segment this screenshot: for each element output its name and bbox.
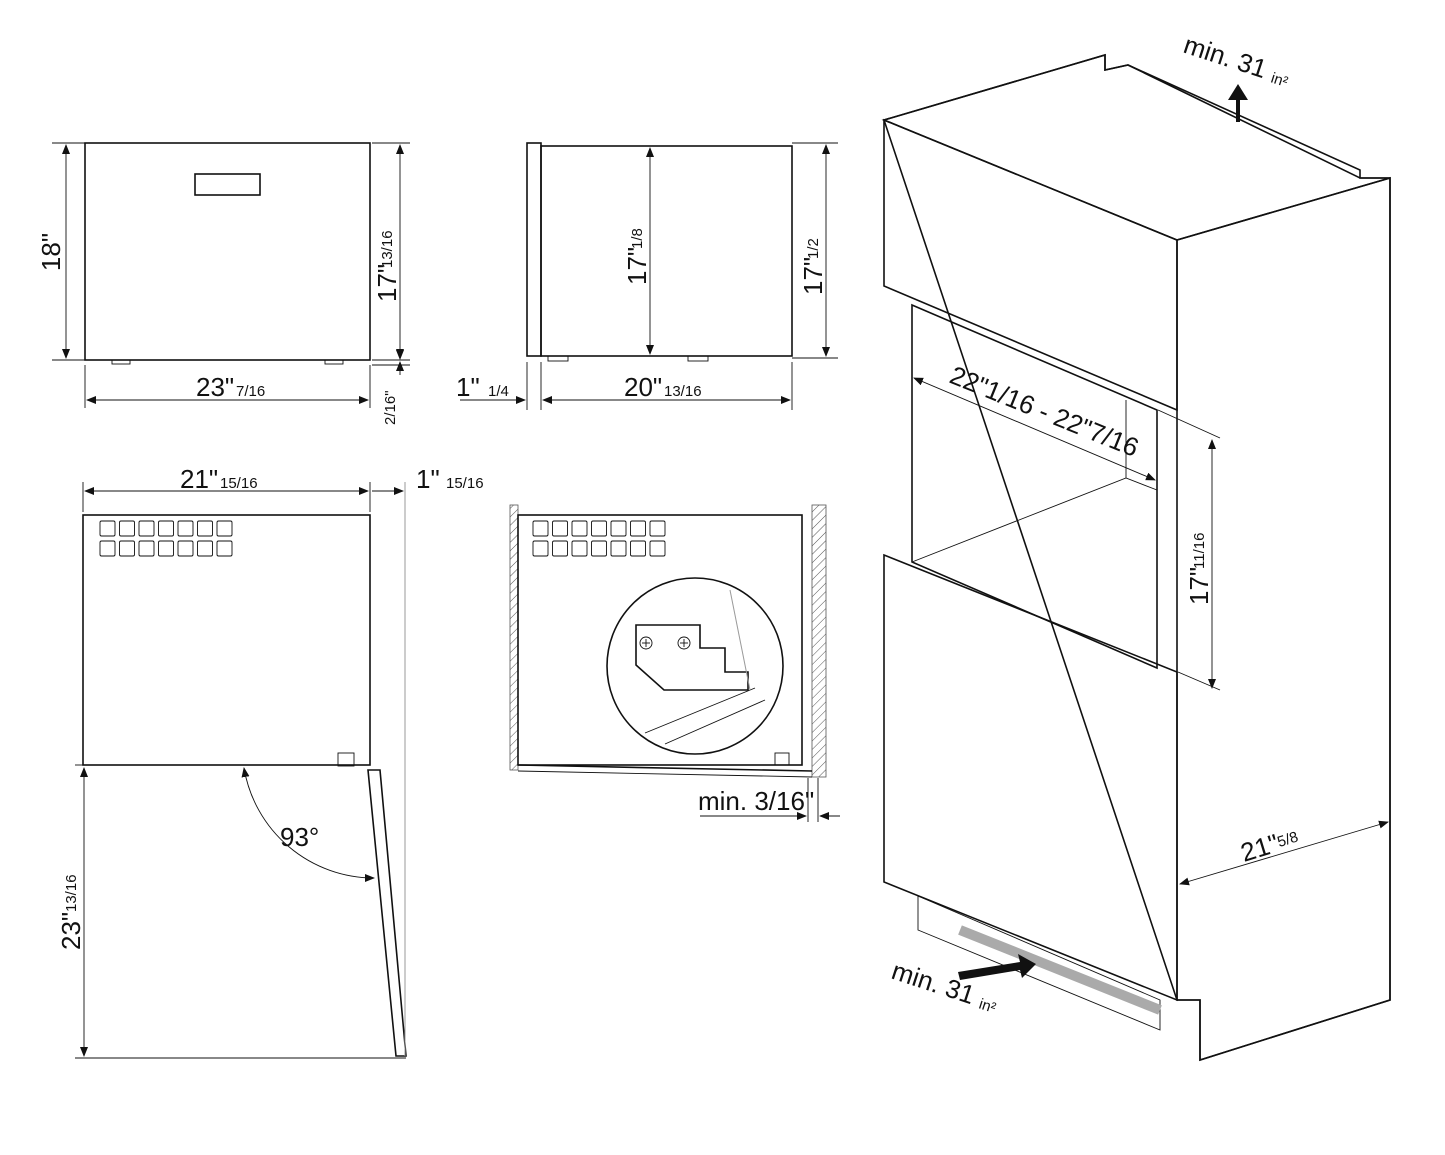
vent-cell xyxy=(552,520,568,537)
vent-cell xyxy=(649,540,666,557)
niche-width-label: 22"1/16 - 22"7/16 xyxy=(946,360,1143,463)
gap-label: min. 3/16" xyxy=(698,786,814,816)
installed-top-view: min. 3/16" xyxy=(509,504,840,822)
cabinet-top xyxy=(881,53,1391,241)
vent-cell xyxy=(552,540,568,557)
foot-right xyxy=(324,359,344,365)
front-width-fraction: 7/16 xyxy=(236,383,265,400)
vent-cell xyxy=(197,540,213,557)
vent-bottom-label: min. 31 xyxy=(888,955,978,1010)
vent-cell xyxy=(630,520,646,537)
niche-width-dimension-line xyxy=(913,377,1156,481)
top-appliance-body xyxy=(82,514,371,766)
niche-depth-dimension-line xyxy=(1179,820,1389,886)
vent-cell xyxy=(591,540,607,557)
door-offset-label: 1" xyxy=(416,464,440,494)
niche-height-label: 17" xyxy=(1184,567,1214,605)
open-depth-fraction: 13/16 xyxy=(63,874,80,912)
detail-magnifier xyxy=(606,577,784,755)
open-depth-label: 23" xyxy=(56,912,86,950)
front-height-inner-fraction: 13/16 xyxy=(379,230,396,268)
vent-grid-installed xyxy=(532,520,666,557)
cabinet-housing xyxy=(882,53,1391,1062)
vent-grid xyxy=(99,520,233,557)
screw-1 xyxy=(639,636,653,650)
vent-top-unit: in² xyxy=(1269,70,1290,91)
front-height-inner-label: 17" xyxy=(372,264,402,302)
cabinet-view: min. 31 in² min. 31 in² 22"1/16 - 22"7/1… xyxy=(881,29,1391,1062)
vent-bottom-unit: in² xyxy=(977,996,998,1017)
side-inner-height-fraction: 1/8 xyxy=(629,228,646,249)
vent-cell xyxy=(630,540,646,557)
vent-top-label: min. 31 xyxy=(1180,29,1270,84)
door-offset-fraction: 15/16 xyxy=(446,475,484,492)
upper-panel xyxy=(883,118,1178,412)
vent-cell xyxy=(532,520,549,537)
left-wall xyxy=(509,504,519,771)
vent-cell xyxy=(649,520,666,537)
vent-cell xyxy=(591,520,607,537)
vent-cell xyxy=(197,520,213,537)
vent-cell xyxy=(610,520,627,537)
side-depth-label: 20" xyxy=(624,372,662,402)
side-depth-fraction: 13/16 xyxy=(664,383,702,400)
installed-appliance-body xyxy=(517,514,803,766)
front-width-label: 23" xyxy=(196,372,234,402)
door-angle-label: 93° xyxy=(280,822,319,852)
top-width-label: 21" xyxy=(180,464,218,494)
hinge-bracket-detail xyxy=(635,624,749,691)
vent-cell xyxy=(571,540,588,557)
front-view: 18" 17" 13/16 23" 7/16 2/16" xyxy=(36,142,410,425)
vent-cell xyxy=(138,520,155,537)
right-wall xyxy=(811,504,827,778)
vent-in-arrow xyxy=(958,954,1036,980)
screw-2 xyxy=(677,636,691,650)
vent-cell xyxy=(158,520,174,537)
hinge xyxy=(337,752,355,767)
vent-cell xyxy=(532,540,549,557)
front-height-outer-label: 18" xyxy=(36,233,66,271)
plinth xyxy=(917,895,1161,1031)
vent-cell xyxy=(119,540,135,557)
side-outer-height-fraction: 1/2 xyxy=(805,238,822,259)
vent-cell xyxy=(571,520,588,537)
vent-cell xyxy=(99,520,116,537)
side-door-panel xyxy=(526,142,542,357)
vent-cell xyxy=(138,540,155,557)
side-view: 1" 1/4 20" 13/16 17" 1/8 17" 1/2 xyxy=(456,142,838,410)
front-appliance-body xyxy=(84,142,371,361)
control-panel-display xyxy=(194,173,261,196)
vent-cell xyxy=(216,520,233,537)
vent-cell xyxy=(177,520,194,537)
niche-depth-fraction: 5/8 xyxy=(1275,829,1300,851)
side-outer-height-label: 17" xyxy=(798,257,828,295)
open-door xyxy=(367,769,407,1057)
vent-grille xyxy=(958,925,1162,1015)
front-feet-label: 2/16" xyxy=(382,390,399,425)
vent-cell xyxy=(610,540,627,557)
niche-opening xyxy=(911,303,1158,670)
vent-out-arrow xyxy=(1228,84,1248,122)
side-appliance-body xyxy=(540,145,793,357)
vent-cell xyxy=(119,520,135,537)
side-inner-height-label: 17" xyxy=(622,247,652,285)
angle-arc xyxy=(241,767,375,882)
niche-height-fraction: 11/16 xyxy=(1191,533,1208,569)
foot-left xyxy=(111,359,131,365)
vent-cell xyxy=(99,540,116,557)
side-depth-offset-fraction: 1/4 xyxy=(488,383,509,400)
vent-cell xyxy=(216,540,233,557)
top-view: 21" 15/16 1" 15/16 23" 13/16 93° xyxy=(56,464,484,1059)
side-depth-offset-label: 1" xyxy=(456,372,480,402)
lower-panel xyxy=(883,553,1178,1002)
vent-cell xyxy=(158,540,174,557)
vent-cell xyxy=(177,540,194,557)
top-width-fraction: 15/16 xyxy=(220,475,258,492)
